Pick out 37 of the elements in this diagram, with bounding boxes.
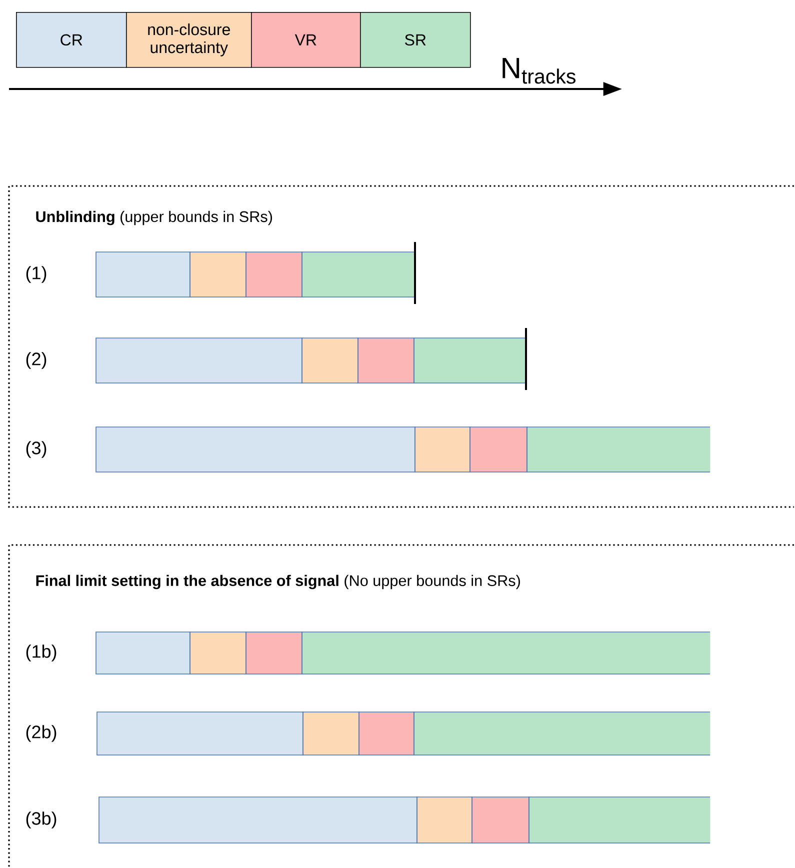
bar-segment [246,632,302,674]
bar-segment [358,338,414,384]
bar-segment [302,632,710,674]
bar-segment [96,426,416,472]
bar-segment [414,426,470,472]
bar-segment [416,796,472,844]
region-box: CR [16,12,127,68]
bar-segment [472,796,530,844]
bar-segment [96,712,304,756]
bar-segment [358,712,414,756]
bar-segment [190,252,246,298]
row-label: (2b) [26,725,56,742]
panel-title: Unblinding (upper bounds in SRs) [36,210,272,226]
bar-segment [96,632,190,674]
bar-segment [414,338,526,384]
panel-title: Final limit setting in the absence of signal (No upper bounds in SRs) [36,574,520,590]
row-label: (3b) [26,812,56,828]
bar-segment [98,796,418,844]
bar-segment [302,252,416,298]
bar-segment [528,796,710,844]
bar-segment [190,632,246,674]
bar-segment [246,252,302,298]
region-box: VR [251,12,361,68]
region-box: non-closure uncertainty [126,12,252,68]
bar-segment [302,712,360,756]
bar-segment [414,712,710,756]
row-label: (1) [26,266,46,283]
region-box: SR [360,12,471,68]
axis-label: N$_{tracks}$ [502,58,576,84]
row-label: (2) [26,352,46,369]
bar-segment [96,338,302,384]
bar-segment [302,338,358,384]
bar-segment [470,426,528,472]
row-label: (3) [26,441,46,458]
row-label: (1b) [26,644,56,662]
bar-segment [526,426,710,472]
bar-segment [96,252,190,298]
